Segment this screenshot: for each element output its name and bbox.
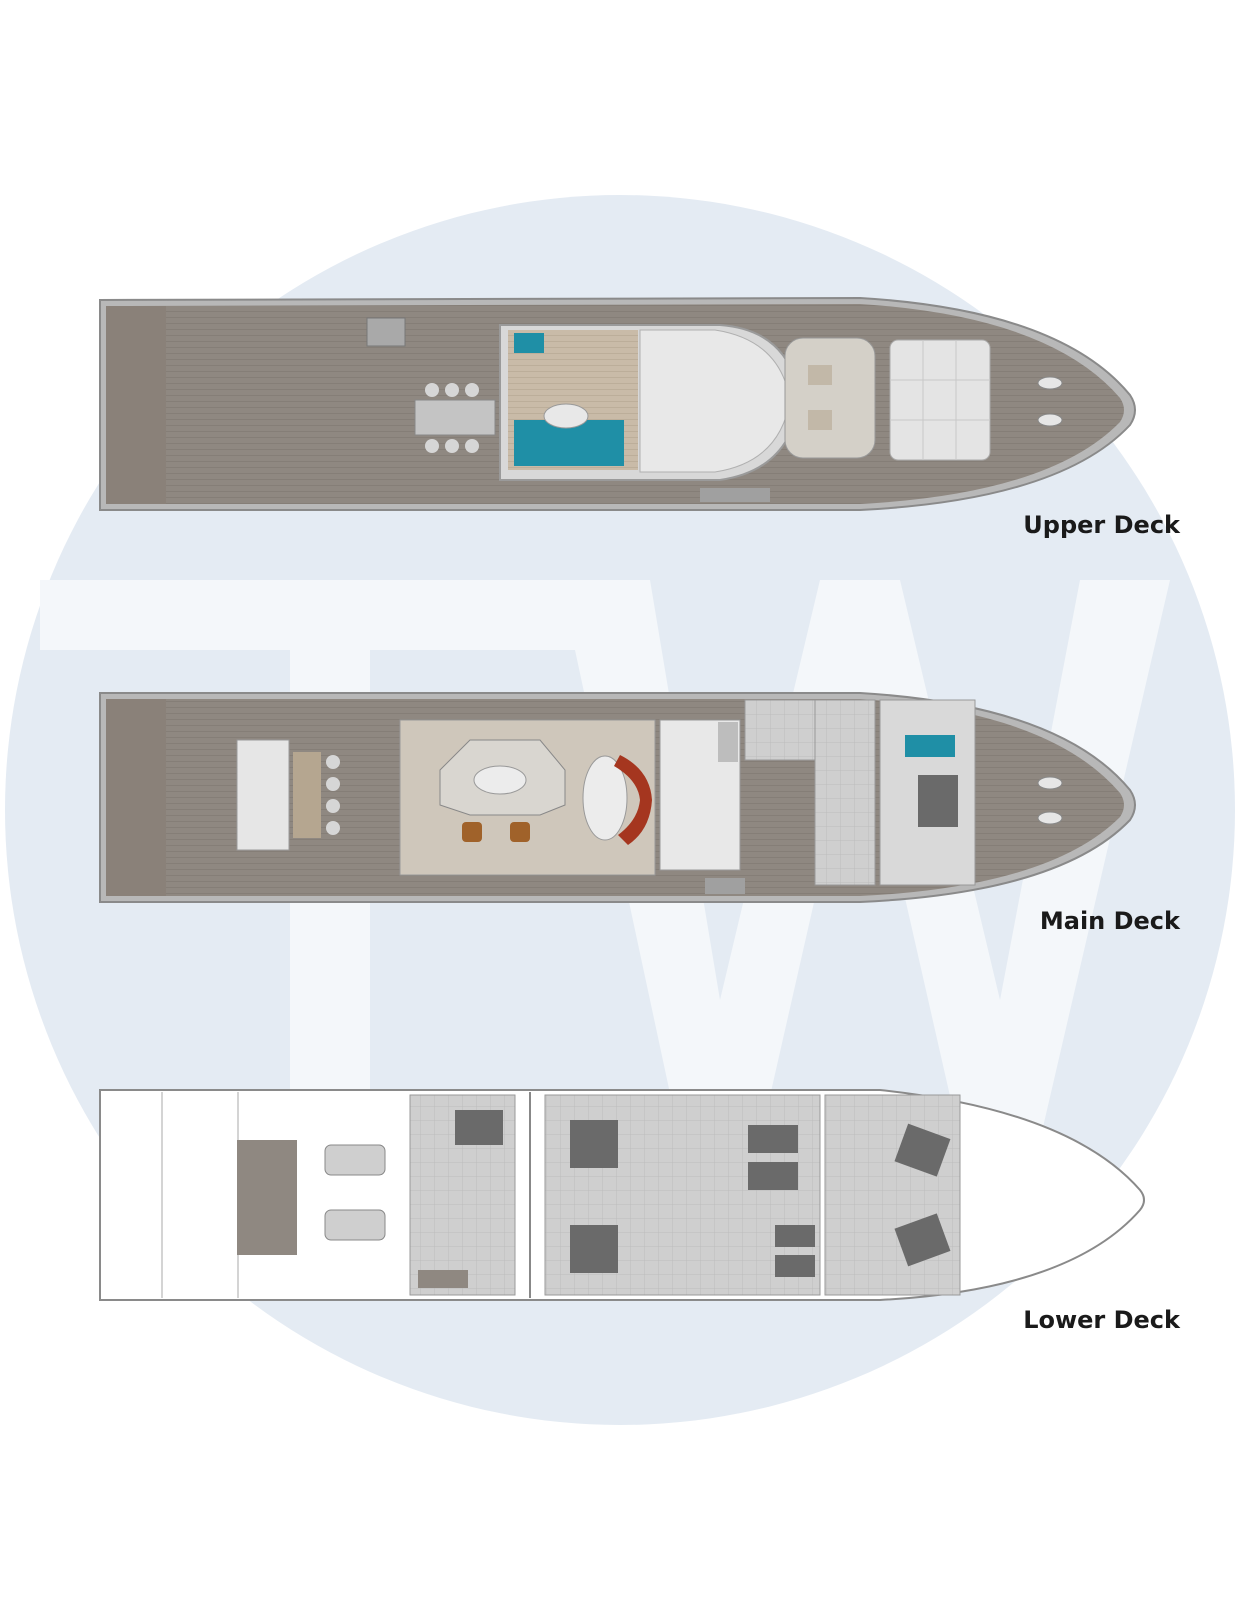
lower-deck-guest-bed-4 (748, 1162, 798, 1190)
lower-deck-vip-bed-2 (894, 1213, 951, 1267)
upper-deck-lounge-table (543, 403, 589, 429)
main-deck-crew-area (814, 699, 876, 886)
main-deck-pantry (744, 699, 816, 761)
upper-deck-teal-sofa-top (514, 333, 544, 353)
watermark-letter-w (560, 580, 1170, 1140)
main-deck-red-bar (614, 755, 652, 845)
main-deck-owner-bed (918, 775, 958, 827)
lower-deck-engine-2 (324, 1209, 386, 1241)
main-deck-plan (99, 692, 1136, 903)
upper-deck-sunpad (889, 339, 991, 461)
lower-deck-plan (99, 1089, 1145, 1301)
main-deck-aft-sofa (236, 739, 290, 851)
lower-deck-guest-bed-3 (748, 1125, 798, 1153)
upper-deck-dining-table (414, 399, 496, 436)
main-deck-dining-table (582, 755, 628, 841)
lower-deck-guest-bed-2 (570, 1225, 618, 1273)
main-deck-label: Main Deck (1039, 907, 1180, 935)
lower-deck-guest-bed-5 (775, 1225, 815, 1247)
lower-deck-crew-bed (455, 1110, 503, 1145)
main-deck-stair-well (718, 722, 738, 762)
lower-deck-guest-bed-1 (570, 1120, 618, 1168)
main-deck-side-steps (705, 878, 745, 894)
upper-deck-fwd-lounge (784, 337, 876, 459)
main-deck-armchair-2 (510, 822, 530, 842)
lower-deck-engine-1 (324, 1144, 386, 1176)
lower-deck-label: Lower Deck (1023, 1306, 1180, 1334)
main-deck-coffee-table (473, 765, 527, 795)
upper-deck-aft-platform (106, 306, 166, 504)
lower-deck-tender (237, 1140, 297, 1255)
upper-deck-side-steps (700, 488, 770, 502)
lower-deck-vip-cabin (824, 1094, 961, 1296)
upper-deck-plan (99, 296, 1136, 511)
main-deck-aft-platform (106, 699, 166, 896)
main-deck-owner-teal-sofa (905, 735, 955, 757)
upper-deck-label: Upper Deck (1023, 511, 1180, 539)
upper-deck-stairs (366, 317, 406, 347)
main-deck-armchair-1 (462, 822, 482, 842)
lower-deck-guest-bed-6 (775, 1255, 815, 1277)
lower-deck-vip-bed-1 (894, 1123, 951, 1177)
main-deck-aft-table (293, 752, 321, 838)
